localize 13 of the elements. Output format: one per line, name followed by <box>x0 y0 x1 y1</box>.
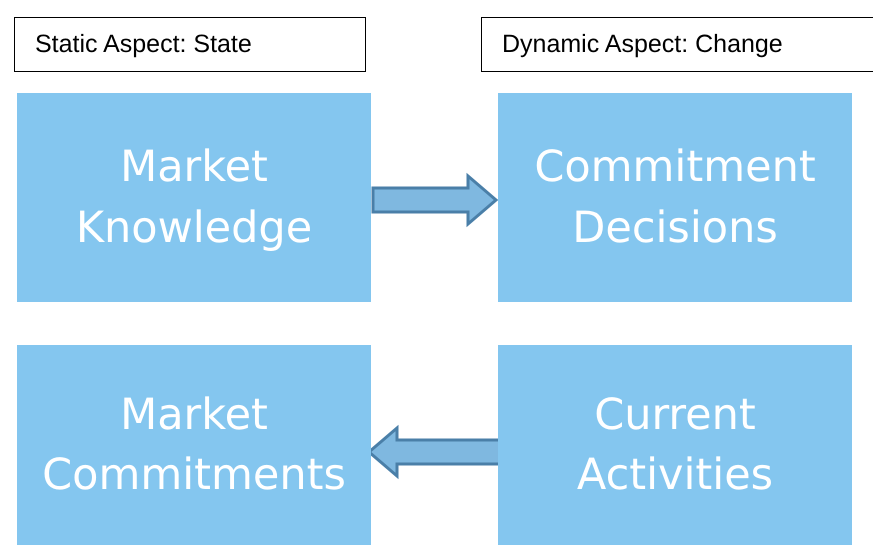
block-arrow <box>372 172 498 228</box>
concept-box <box>17 345 371 545</box>
header-text: Static Aspect: State <box>35 30 252 59</box>
concept-text: Market Knowledge <box>74 141 314 254</box>
concept-text: Commitment Decisions <box>533 141 817 254</box>
concept-box <box>498 345 852 545</box>
concept-text: Market Commitments <box>41 388 347 502</box>
aspect-header-box <box>14 17 366 72</box>
concept-text: Current Activities <box>576 388 774 502</box>
header-text: Dynamic Aspect: Change <box>502 30 783 59</box>
concept-box <box>17 93 371 302</box>
aspect-header-box <box>481 17 873 72</box>
concept-box <box>498 93 852 302</box>
